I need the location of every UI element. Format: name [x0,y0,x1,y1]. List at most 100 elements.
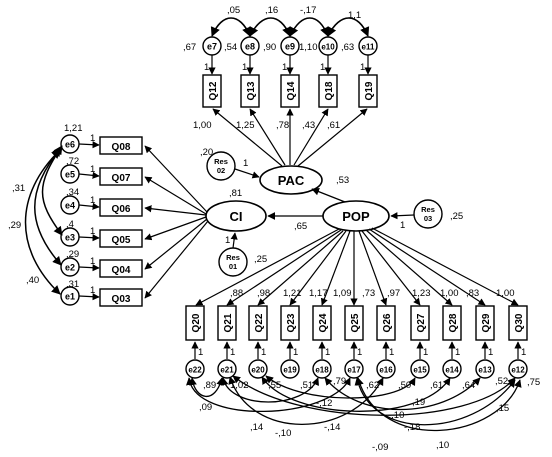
item-q24: Q24 [312,305,332,341]
cov-label-4: -,12 [316,398,332,409]
loading-q20: 1,00 [496,288,515,299]
pac-error-e10: e10 [318,36,338,56]
item-q13: Q13 [240,74,260,108]
loading-q24: 1,17 [309,288,328,299]
fix-e17: 1 [357,347,362,358]
svg-text:e19: e19 [283,366,297,375]
svg-text:e11: e11 [362,43,375,52]
fix-e20: 1 [261,347,266,358]
fix-e15: 1 [423,347,428,358]
latent-pac: PAC [259,165,323,195]
var-e19: ,51 [300,380,313,391]
svg-text:Q04: Q04 [112,265,131,276]
var-e18: ,79 [333,376,346,387]
fix-e21: 1 [230,347,235,358]
var-e22: ,89 [203,380,216,391]
item-q23: Q23 [280,305,300,341]
pac-error-e9: e9 [280,36,300,56]
residual-res01: Res 01 [218,247,248,277]
var-e7: ,67 [183,42,196,53]
loading-q14: ,78 [276,120,289,131]
svg-text:e21: e21 [220,366,234,375]
pop-error-e15: e15 [410,359,430,379]
item-q19: Q19 [358,74,378,108]
var-e9: ,90 [263,42,276,53]
pop-error-e22: e22 [185,359,205,379]
svg-text:e8: e8 [245,42,255,52]
item-q07: Q07 [99,167,143,186]
cov-e6-e3: ,31 [12,183,25,194]
cov-e6-e1: ,40 [26,275,39,286]
var-ci: ,81 [229,188,242,199]
pop-error-e14: e14 [442,359,462,379]
cov-label-6: -,10 [388,410,404,421]
loading-q30: ,83 [466,288,479,299]
svg-text:Q05: Q05 [112,235,131,246]
item-q27: Q27 [410,305,430,341]
fix-e11: 1 [360,62,365,73]
fix-e19: 1 [293,347,298,358]
svg-text:e13: e13 [478,366,492,375]
pop-error-e12: e12 [508,359,528,379]
pop-error-e19: e19 [280,359,300,379]
svg-text:Q27: Q27 [416,313,427,332]
pop-error-e20: e20 [248,359,268,379]
residual-res03: Res 03 [413,199,443,229]
ci-error-e5: e5 [60,164,80,184]
fix-e7: 1 [204,62,209,73]
item-q05: Q05 [99,229,143,248]
var-res03: ,25 [450,211,463,222]
cov-e6-e2: ,29 [8,220,21,231]
var-e11: ,63 [341,42,354,53]
ci-error-covariances [24,145,63,295]
svg-text:Q07: Q07 [112,173,131,184]
var-e10: 1,10 [299,42,318,53]
svg-text:e22: e22 [188,366,202,375]
svg-text:e10: e10 [321,43,335,52]
pac-error-e11: e11 [358,36,378,56]
item-q06: Q06 [99,198,143,217]
item-q30: Q30 [508,305,528,341]
loading-q18: ,43 [302,120,315,131]
fix-e3: 1 [90,226,95,237]
svg-text:02: 02 [217,166,225,175]
cov-e10-e11: 1,1 [348,10,361,21]
svg-text:Q13: Q13 [246,81,257,100]
svg-text:e5: e5 [65,170,75,180]
svg-text:Q26: Q26 [382,313,393,332]
pop-error-e13: e13 [475,359,495,379]
cov-label-2: ,14 [250,422,263,433]
var-e17: ,62 [366,380,379,391]
svg-text:Q18: Q18 [324,81,335,100]
svg-text:Q06: Q06 [112,204,131,215]
loading-q21: ,88 [230,288,243,299]
ci-error-e4: e4 [60,195,80,215]
pop-error-e18: e18 [312,359,332,379]
var-e12: ,75 [527,377,540,388]
svg-text:Q24: Q24 [318,313,329,332]
cov-e7-e8: ,05 [227,5,240,16]
svg-text:Q12: Q12 [208,81,219,100]
cov-label-1: ,09 [199,402,212,413]
svg-text:e3: e3 [65,233,75,243]
svg-text:e18: e18 [315,366,329,375]
ci-error-paths [78,141,100,301]
fix-res03: 1 [400,220,405,231]
fix-e8: 1 [242,62,247,73]
residual-res02: Res 02 [206,151,236,181]
item-q20: Q20 [185,305,205,341]
var-e14: ,64 [462,380,475,391]
pop-error-e21: e21 [217,359,237,379]
path-pop-pac: ,53 [336,175,349,186]
cov-label-8: -,18 [404,422,420,433]
fix-e14: 1 [455,347,460,358]
latent-ci: CI [205,200,267,232]
svg-text:Res: Res [421,205,435,214]
cov-label-7: ,19 [412,397,425,408]
var-e1: ,31 [66,279,79,290]
svg-text:Q14: Q14 [286,81,297,100]
svg-text:Q20: Q20 [191,313,202,332]
svg-text:e9: e9 [285,42,295,52]
